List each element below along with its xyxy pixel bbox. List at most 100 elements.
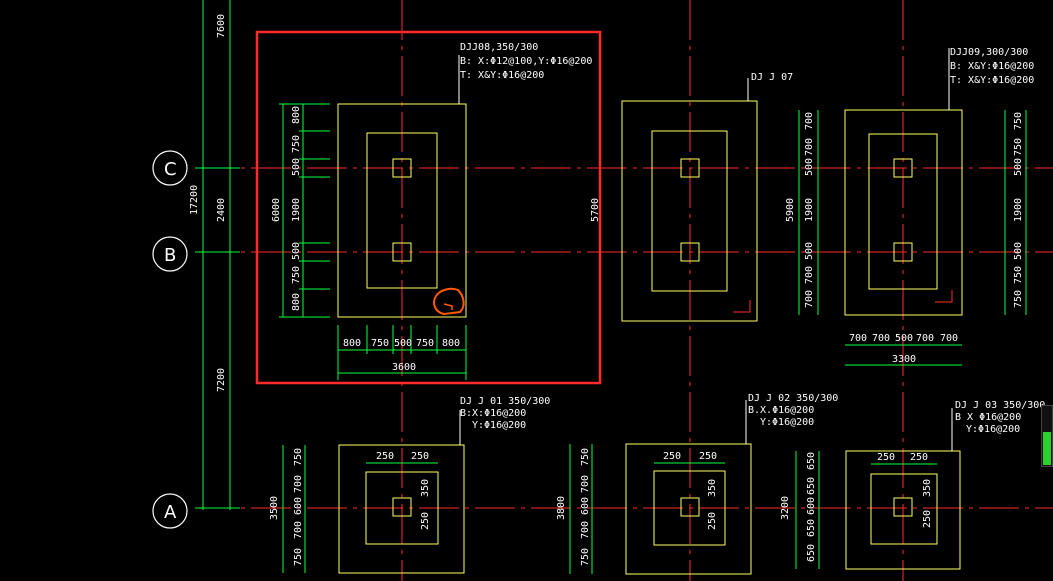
djj03-note-0: DJ J 03 350/300 — [955, 400, 1045, 411]
svg-text:A: A — [164, 502, 177, 523]
djj08-h-total: 3600 — [392, 362, 416, 373]
foundation-djj02[interactable]: DJ J 02 350/300 B.X.Φ16@200 Y:Φ16@200 25… — [556, 393, 838, 575]
djj09-v-dim-l-0: 700 — [804, 112, 815, 130]
djj01-v-2: 600 — [293, 497, 304, 515]
svg-text:C: C — [164, 159, 177, 180]
djj08-v-dim-4: 500 — [291, 242, 302, 260]
djj03-v-2: 600 — [806, 497, 817, 515]
djj09-v-dim-l-4: 500 — [804, 242, 815, 260]
foundation-djj07[interactable]: DJ J 07 5700 — [590, 72, 793, 322]
djj03-top-0: 250 — [877, 452, 895, 463]
djj09-v-dim-r-0: 750 — [1013, 112, 1024, 130]
selection-box[interactable] — [255, 30, 602, 385]
djj09-note-2: T: X&Y:Φ16@200 — [950, 75, 1034, 86]
djj01-v-1: 700 — [293, 475, 304, 493]
djj09-v-dim-r-3: 1900 — [1013, 198, 1024, 222]
djj01-note-0: DJ J 01 350/300 — [460, 396, 550, 407]
djj09-h-dim-4: 700 — [940, 333, 958, 344]
djj09-v-dim-r-1: 750 — [1013, 138, 1024, 156]
djj09-v-dim-l-6: 700 — [804, 290, 815, 308]
zoom-scroll-indicator[interactable] — [1041, 405, 1053, 467]
djj02-v-1: 700 — [580, 475, 591, 493]
djj08-note-0: DJJ08,350/300 — [460, 42, 538, 53]
djj09-v-dim-l-1: 700 — [804, 138, 815, 156]
djj08-h-dim-1: 750 — [371, 338, 389, 349]
axis-bubble-b[interactable]: B — [152, 236, 188, 272]
djj03-note-1: B X Φ16@200 — [955, 412, 1021, 423]
axis-bubble-a[interactable]: A — [152, 493, 188, 529]
djj01-top-1: 250 — [411, 451, 429, 462]
axis-bubble-c[interactable]: C — [152, 150, 188, 186]
djj09-h-dim-0: 700 — [849, 333, 867, 344]
djj09-note-1: B: X&Y:Φ16@200 — [950, 61, 1034, 72]
djj09-v-total-left: 5900 — [785, 198, 796, 222]
djj09-v-dim-r-2: 500 — [1013, 158, 1024, 176]
dim-top-7600: 7600 — [216, 14, 227, 38]
djj08-note-2: T: X&Y:Φ16@200 — [460, 70, 544, 81]
djj08-v-dim-1: 750 — [291, 135, 302, 153]
djj01-v-total: 3500 — [269, 496, 280, 520]
djj09-v-dim-r-5: 750 — [1013, 266, 1024, 284]
djj03-v-0: 650 — [806, 452, 817, 470]
djj03-v-1: 650 — [806, 477, 817, 495]
djj09-v-dim-l-3: 1900 — [804, 198, 815, 222]
djj02-note-0: DJ J 02 350/300 — [748, 393, 838, 404]
djj07-v-total: 5700 — [590, 198, 601, 222]
djj08-h-dim-2: 500 — [394, 338, 412, 349]
djj09-v-dim-l-5: 700 — [804, 266, 815, 284]
djj08-note-1: B: X:Φ12@100,Y:Φ16@200 — [460, 56, 592, 67]
djj02-note-1: B.X.Φ16@200 — [748, 405, 814, 416]
foundation-djj08[interactable]: 800 750 500 1900 500 750 800 6000 800 75… — [271, 42, 592, 380]
djj08-h-dim-0: 800 — [343, 338, 361, 349]
svg-text:B: B — [164, 245, 176, 266]
dim-cb-span: 2400 — [216, 198, 227, 222]
djj08-v-dim-5: 750 — [291, 266, 302, 284]
dim-ba-span: 7200 — [216, 368, 227, 392]
djj08-v-total: 6000 — [271, 198, 282, 222]
djj08-h-dim-3: 750 — [416, 338, 434, 349]
djj02-v-2: 600 — [580, 497, 591, 515]
djj09-v-dim-l-2: 500 — [804, 158, 815, 176]
djj09-v-dim-r-4: 500 — [1013, 242, 1024, 260]
djj08-v-dim-2: 500 — [291, 158, 302, 176]
djj02-v-4: 750 — [580, 548, 591, 566]
djj09-note-0: DJJ09,300/300 — [950, 47, 1028, 58]
djj09-h-dim-2: 500 — [895, 333, 913, 344]
djj09-v-dim-r-6: 750 — [1013, 290, 1024, 308]
djj03-r-1: 250 — [922, 510, 933, 528]
djj08-v-dim-6: 800 — [291, 293, 302, 311]
djj01-r-1: 250 — [420, 512, 431, 530]
djj01-r-0: 350 — [420, 479, 431, 497]
djj07-note-0: DJ J 07 — [751, 72, 793, 83]
foundation-djj03[interactable]: DJ J 03 350/300 B X Φ16@200 Y:Φ16@200 25… — [780, 400, 1045, 570]
djj02-v-3: 700 — [580, 521, 591, 539]
djj02-v-0: 750 — [580, 448, 591, 466]
djj03-v-3: 650 — [806, 519, 817, 537]
djj03-v-total: 3200 — [780, 496, 791, 520]
djj02-note-2: Y:Φ16@200 — [760, 417, 814, 428]
djj03-r-0: 350 — [922, 479, 933, 497]
djj01-v-4: 750 — [293, 548, 304, 566]
djj02-r-1: 250 — [707, 512, 718, 530]
djj09-h-total: 3300 — [892, 354, 916, 365]
djj01-note-1: B:X:Φ16@200 — [460, 408, 526, 419]
djj02-v-total: 3800 — [556, 496, 567, 520]
djj09-h-dim-3: 700 — [916, 333, 934, 344]
foundation-djj09[interactable]: DJJ09,300/300 B: X&Y:Φ16@200 T: X&Y:Φ16@… — [785, 47, 1034, 366]
djj01-note-2: Y:Φ16@200 — [472, 420, 526, 431]
djj02-r-0: 350 — [707, 479, 718, 497]
djj01-v-0: 750 — [293, 448, 304, 466]
foundation-djj01[interactable]: DJ J 01 350/300 B:X:Φ16@200 Y:Φ16@200 25… — [269, 396, 550, 574]
markup-scribble — [433, 287, 465, 316]
djj02-top-0: 250 — [663, 451, 681, 462]
zoom-scroll-fill — [1043, 432, 1051, 465]
djj02-top-1: 250 — [699, 451, 717, 462]
djj08-v-dim-3: 1900 — [291, 198, 302, 222]
dim-cb-total: 17200 — [189, 185, 200, 215]
djj01-v-3: 700 — [293, 521, 304, 539]
djj01-top-0: 250 — [376, 451, 394, 462]
djj03-note-2: Y:Φ16@200 — [966, 424, 1020, 435]
djj09-h-dim-1: 700 — [872, 333, 890, 344]
djj08-h-dim-4: 800 — [442, 338, 460, 349]
